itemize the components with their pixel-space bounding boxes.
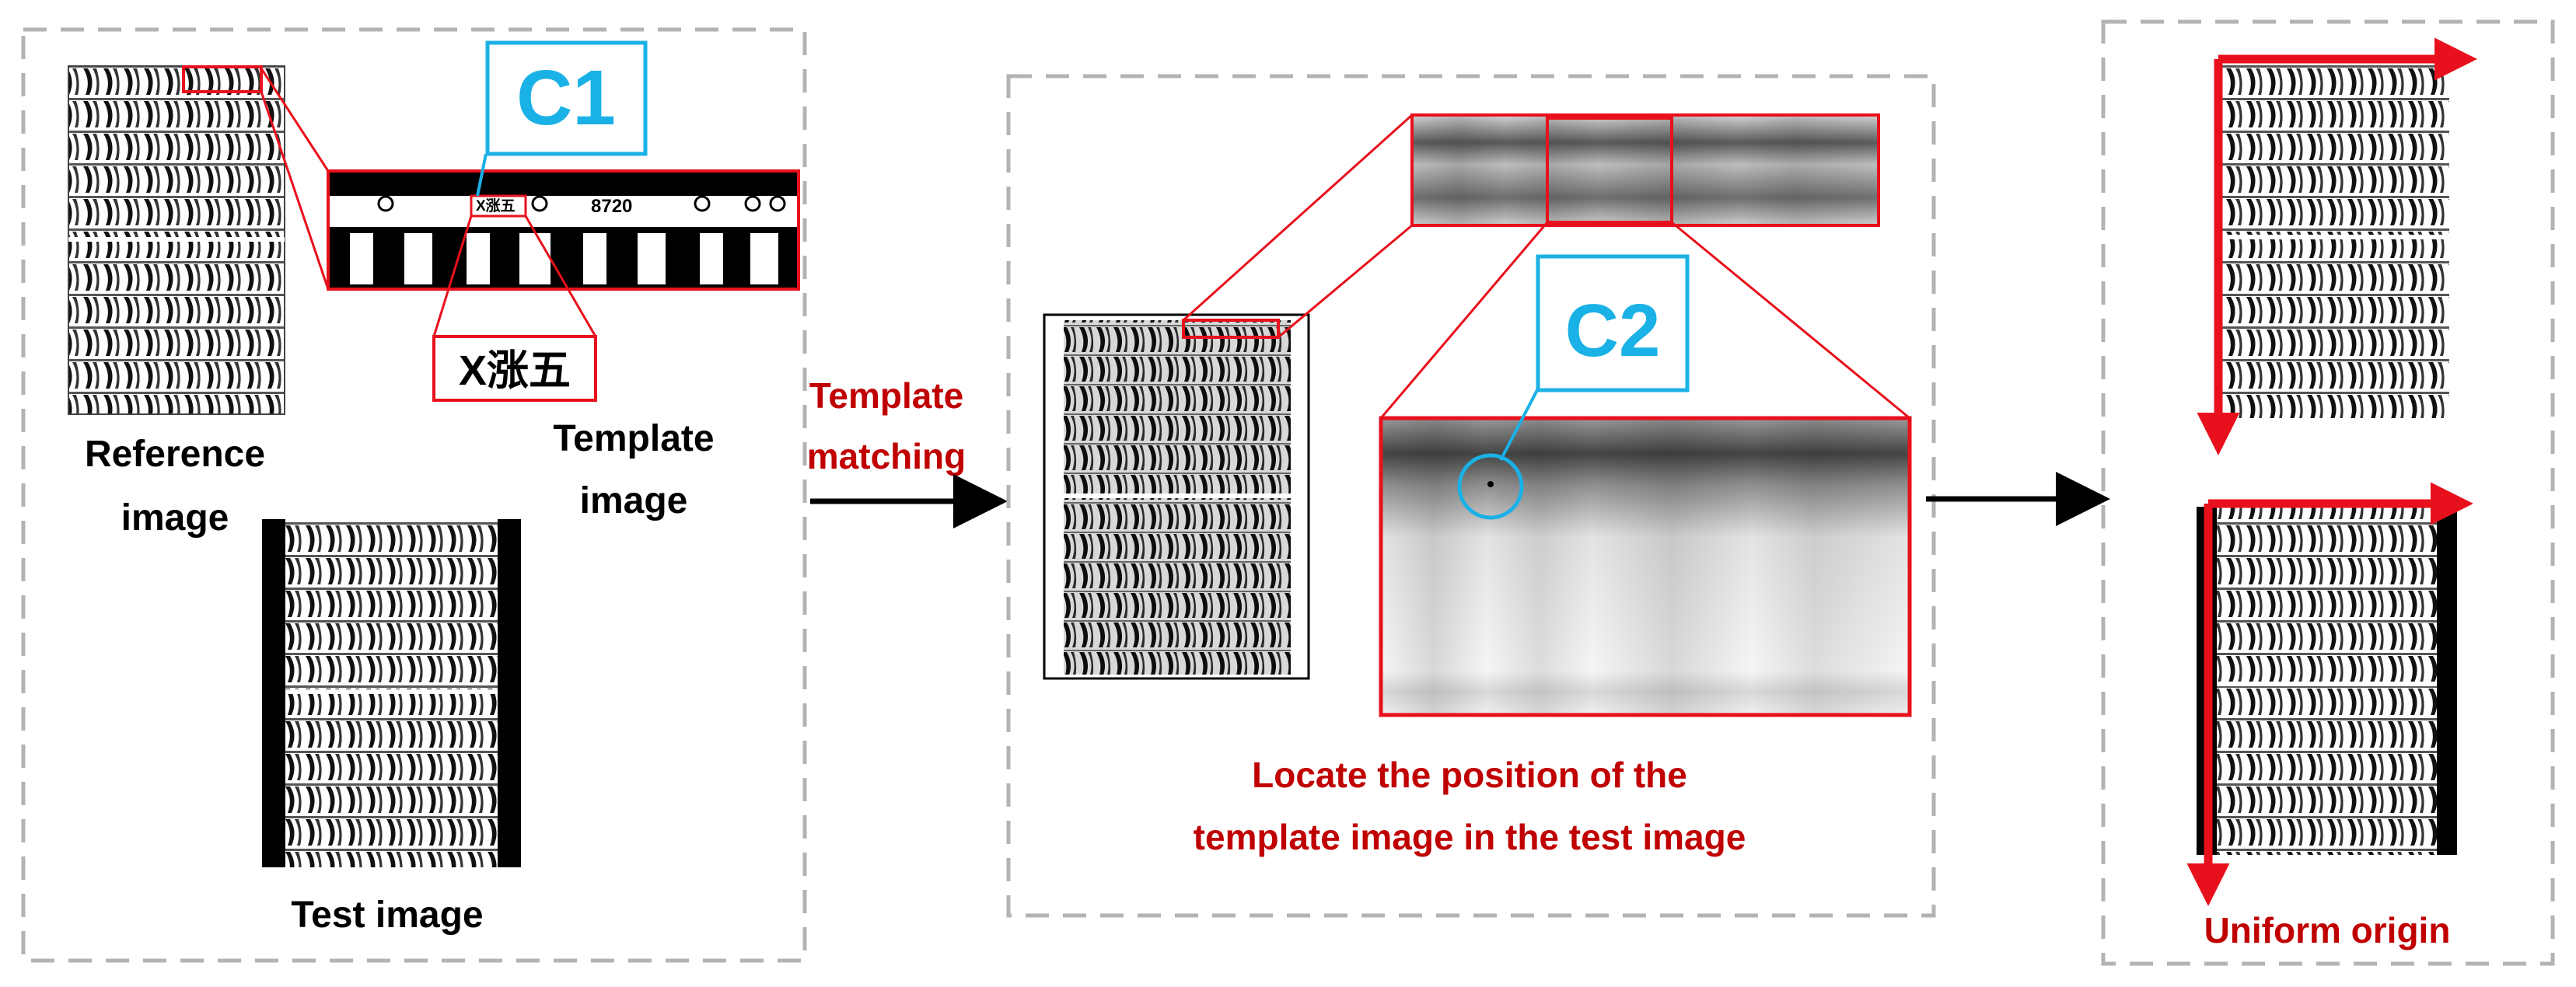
locate-caption-1: Locate the position of the bbox=[1252, 755, 1687, 795]
uniform-origin-caption: Uniform origin bbox=[2204, 910, 2451, 950]
search-connector-top bbox=[1182, 113, 1414, 322]
search-connector-bottom bbox=[1278, 224, 1413, 339]
test-image-label: Test image bbox=[291, 895, 483, 936]
c2-callout-box bbox=[1536, 254, 1690, 392]
panel-2-frame bbox=[1006, 74, 1936, 918]
reference-zoom-strip: X涨五 8720 bbox=[327, 169, 800, 291]
strip-focus-box bbox=[1546, 117, 1673, 224]
reference-image bbox=[68, 65, 285, 415]
search-image bbox=[1043, 313, 1310, 680]
locate-caption-2: template image in the test image bbox=[1194, 817, 1746, 857]
template-connector-left bbox=[432, 215, 473, 337]
c1-label: C1 bbox=[516, 54, 616, 141]
correlation-strip bbox=[1410, 113, 1880, 227]
focus-connector-left bbox=[1379, 221, 1549, 419]
panel-3-frame bbox=[2101, 19, 2555, 966]
template-zoom-text: X涨五 bbox=[459, 347, 571, 394]
template-matching-label-1: Template bbox=[809, 375, 964, 416]
focus-connector-right bbox=[1671, 221, 1910, 420]
c1-pointer bbox=[476, 153, 488, 197]
panel-1-frame bbox=[21, 27, 807, 963]
reference-image-label-1: Reference bbox=[85, 434, 265, 475]
template-zoom-box bbox=[432, 335, 597, 402]
aligned-test-image bbox=[2197, 507, 2457, 855]
c2-label: C2 bbox=[1565, 289, 1661, 372]
template-connector-right bbox=[524, 215, 597, 337]
circle-marker-icon bbox=[377, 195, 786, 212]
template-matching-label-2: matching bbox=[807, 436, 966, 476]
search-region-box bbox=[1182, 319, 1280, 339]
zoom-connector-bottom bbox=[260, 91, 330, 290]
strip-code-text: X涨五 bbox=[476, 197, 516, 214]
template-image-label-2: image bbox=[580, 480, 688, 521]
match-peak-circle bbox=[1457, 453, 1524, 520]
zoom-connector-top bbox=[260, 68, 330, 172]
template-image-label-1: Template bbox=[553, 418, 714, 459]
c1-callout-box bbox=[485, 40, 648, 156]
correlation-map bbox=[1379, 416, 1912, 717]
c2-pointer bbox=[1499, 388, 1540, 461]
aligned-reference-image bbox=[2222, 59, 2449, 418]
template-region-box bbox=[182, 65, 263, 93]
test-image bbox=[262, 519, 521, 867]
reference-image-label-2: image bbox=[121, 497, 229, 539]
strip-number-text: 8720 bbox=[591, 196, 632, 217]
